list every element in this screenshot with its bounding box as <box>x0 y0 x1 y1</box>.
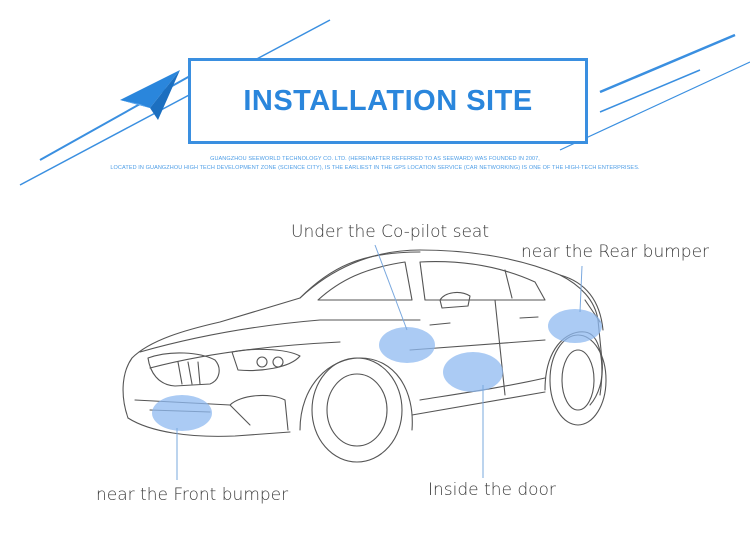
company-info-line-1: GUANGZHOU SEEWORLD TECHNOLOGY CO. LTD. (… <box>210 156 540 162</box>
company-info-line-2: LOCATED IN GUANGZHOU HIGH TECH DEVELOPME… <box>110 165 640 171</box>
title-box: INSTALLATION SITE <box>188 58 588 144</box>
door-marker <box>443 352 503 392</box>
label-inside-door: Inside the door <box>428 480 556 500</box>
copilot-seat-marker <box>379 327 435 363</box>
label-front-bumper: near the Front bumper <box>96 485 289 505</box>
front-bumper-marker <box>152 395 212 431</box>
paper-plane-icon <box>120 70 180 120</box>
rear-bumper-marker <box>548 309 602 343</box>
page-title: INSTALLATION SITE <box>243 84 533 117</box>
label-rear-bumper: near the Rear bumper <box>521 242 710 262</box>
copilot-leader-line <box>374 244 408 331</box>
label-copilot-seat: Under the Co-pilot seat <box>291 222 489 242</box>
rear-leader-line <box>579 265 583 313</box>
